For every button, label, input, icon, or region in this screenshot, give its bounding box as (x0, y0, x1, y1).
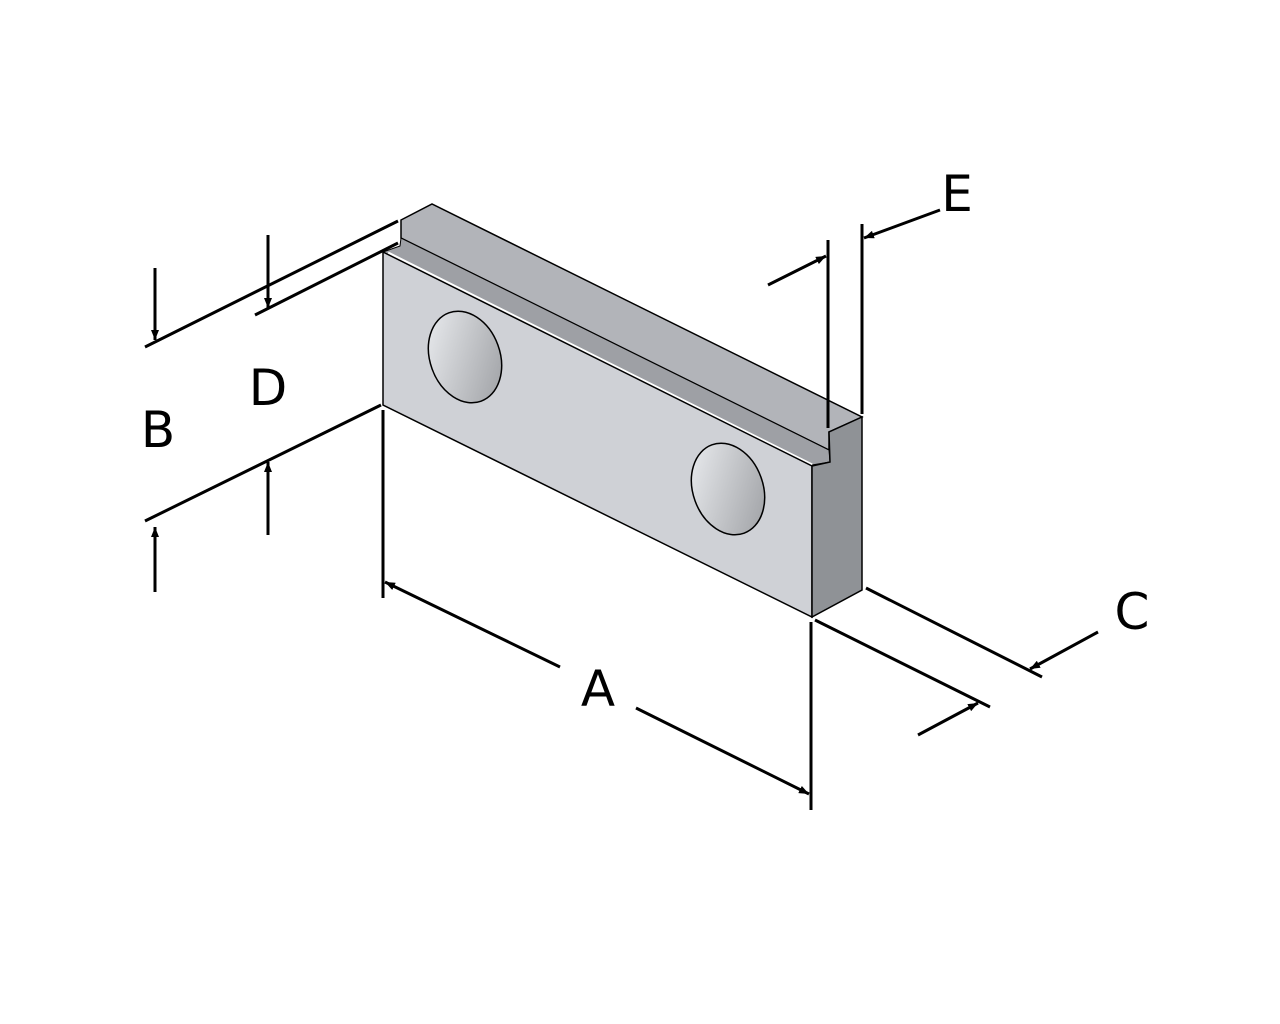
dimension-b (144, 219, 399, 592)
vise-jaw-part (381, 203, 864, 619)
label-c: C (1115, 583, 1150, 641)
label-e: E (941, 165, 973, 223)
label-d: D (249, 359, 288, 417)
side-face (811, 415, 863, 619)
label-a: A (581, 660, 615, 718)
dimension-a (381, 410, 813, 810)
dimension-c (814, 586, 1099, 737)
label-b: B (141, 401, 175, 459)
dimension-d (254, 235, 399, 535)
mounting-hole-right (690, 442, 766, 536)
mounting-hole-left (427, 310, 503, 404)
dimension-e (767, 208, 941, 428)
